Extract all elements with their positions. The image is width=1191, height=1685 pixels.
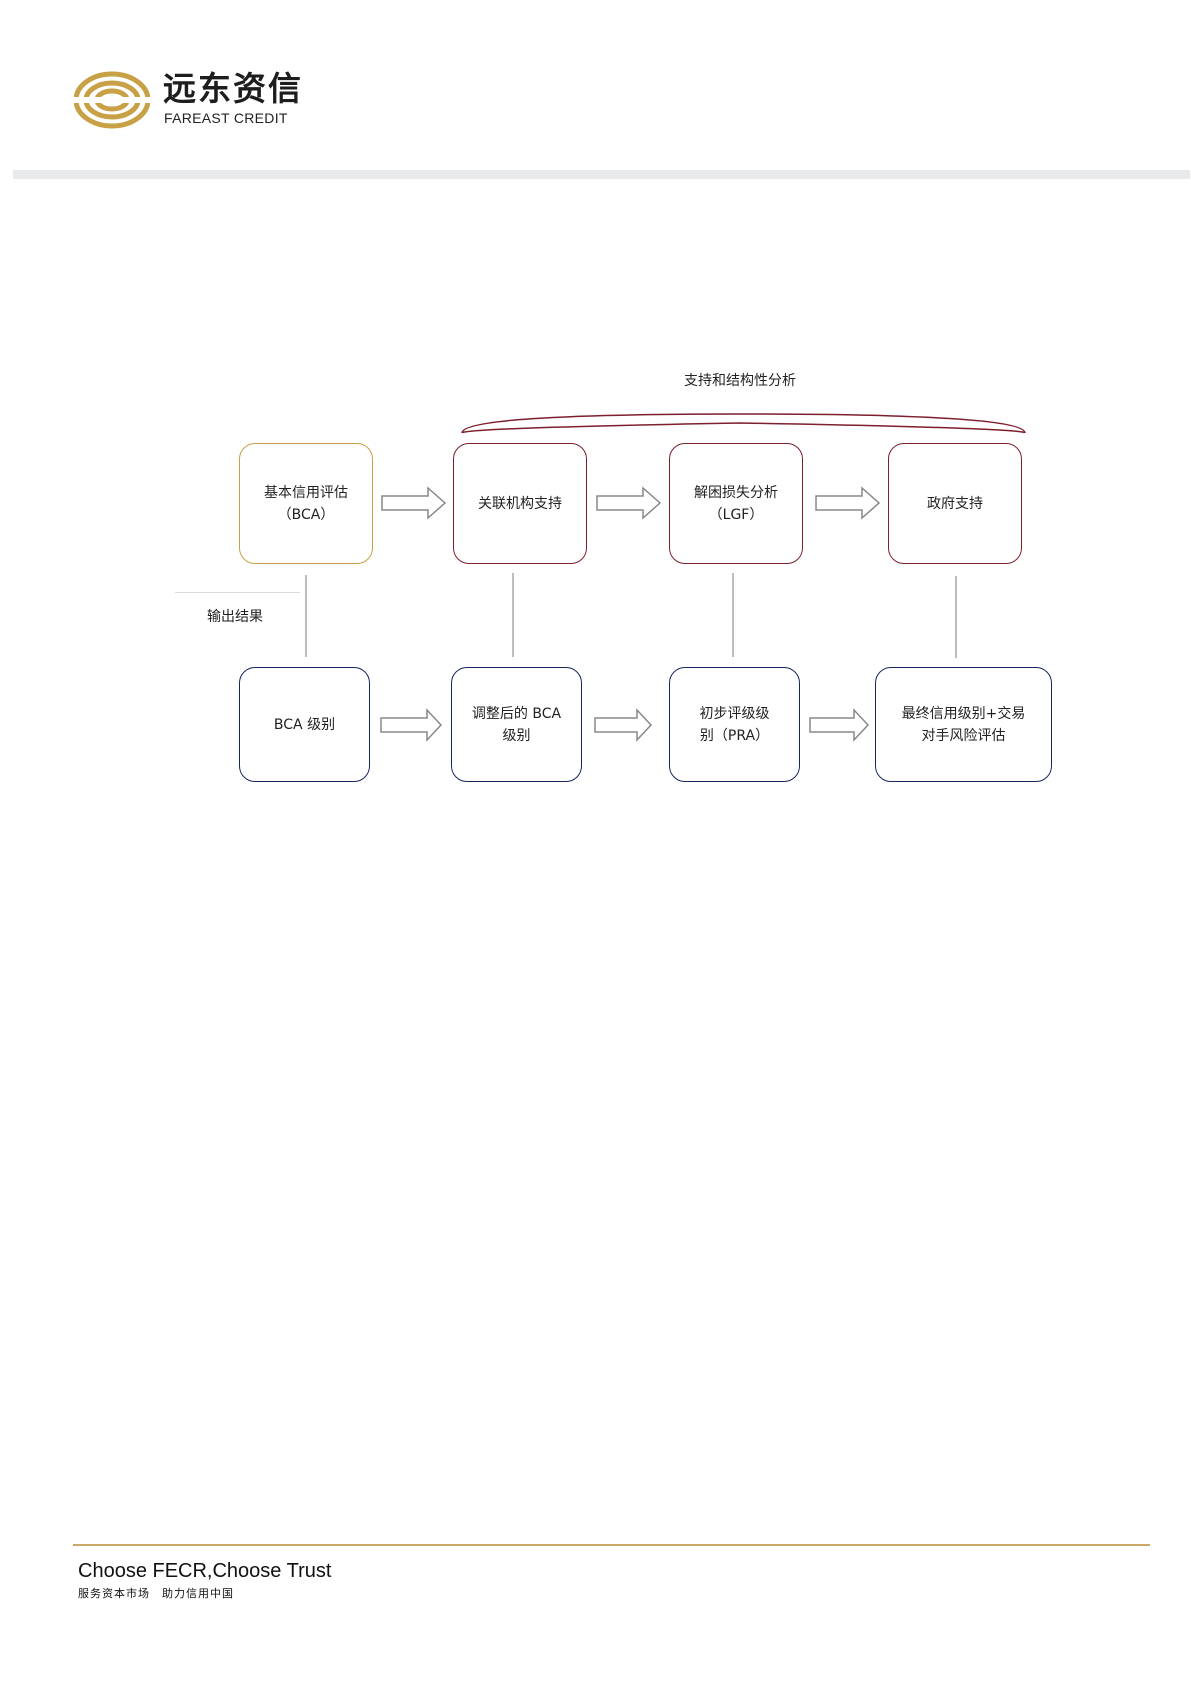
box-final-rating-label: 最终信用级别+交易 对手风险评估	[902, 703, 1026, 747]
arrow-bca-grade-to-adjusted	[381, 710, 441, 740]
box-affiliate-support-label: 关联机构支持	[478, 493, 562, 515]
box-lgf-label: 解困损失分析 （LGF）	[694, 482, 778, 526]
box-final-rating: 最终信用级别+交易 对手风险评估	[875, 667, 1052, 782]
footer-slogan-cn: 服务资本市场 助力信用中国	[78, 1588, 234, 1599]
connector-4	[955, 576, 957, 658]
box-adjusted-bca-grade-label: 调整后的 BCA 级别	[472, 703, 561, 747]
connector-2	[512, 573, 514, 657]
box-government-support: 政府支持	[888, 443, 1022, 564]
arrow-affiliate-to-lgf	[597, 488, 660, 518]
box-bca-grade: BCA 级别	[239, 667, 370, 782]
box-bca-grade-label: BCA 级别	[274, 714, 335, 736]
arrow-bca-to-affiliate	[382, 488, 445, 518]
arrow-lgf-to-government	[816, 488, 879, 518]
box-lgf: 解困损失分析 （LGF）	[669, 443, 803, 564]
box-government-support-label: 政府支持	[927, 493, 983, 515]
support-bracket	[462, 414, 1025, 433]
arrow-pra-to-final	[810, 710, 868, 740]
connector-3	[732, 573, 734, 657]
box-pra-label: 初步评级级 别（PRA）	[700, 703, 770, 747]
arrow-adjusted-to-pra	[595, 710, 651, 740]
footer-slogan-en: Choose FECR,Choose Trust	[78, 1561, 331, 1581]
connector-1	[305, 575, 307, 657]
side-label: 输出结果	[207, 606, 263, 626]
box-affiliate-support: 关联机构支持	[453, 443, 587, 564]
box-adjusted-bca-grade: 调整后的 BCA 级别	[451, 667, 582, 782]
bracket-label: 支持和结构性分析	[640, 370, 840, 390]
box-bca-label: 基本信用评估 （BCA）	[264, 482, 348, 526]
side-label-tick	[175, 592, 300, 593]
box-bca: 基本信用评估 （BCA）	[239, 443, 373, 564]
box-pra: 初步评级级 别（PRA）	[669, 667, 800, 782]
footer-divider	[73, 1544, 1150, 1546]
